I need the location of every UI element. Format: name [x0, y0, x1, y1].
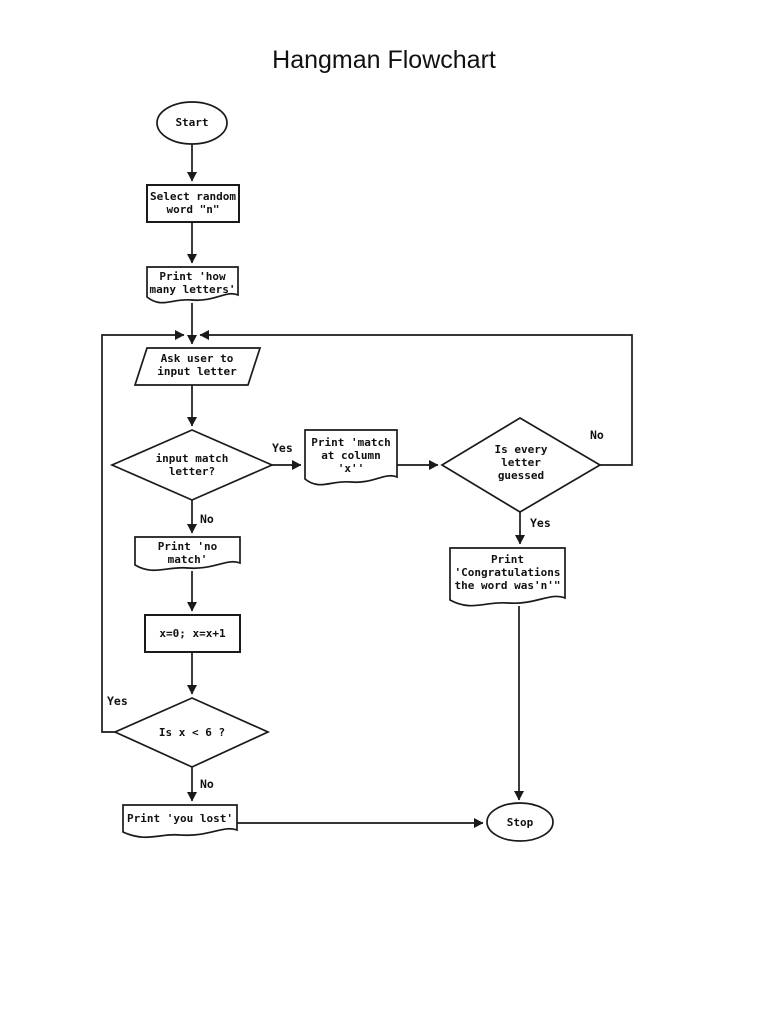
match-yes-label: Yes [272, 441, 293, 455]
ask-input-label: Ask user to input letter [157, 352, 237, 378]
increment-label: x=0; x=x+1 [159, 627, 226, 640]
guessed-yes-label: Yes [530, 516, 551, 530]
print-how-many-label: Print 'how many letters' [149, 270, 236, 296]
ask-input-parallelogram-shape [133, 347, 262, 386]
print-how-many-document-shape [146, 266, 239, 304]
x-decision-label: Is x < 6 ? [158, 726, 226, 739]
guessed-decision-diamond-shape [440, 417, 602, 513]
match-decision-diamond-shape [109, 429, 275, 501]
guessed-decision-label: Is every letter guessed [494, 443, 548, 482]
match-no-label: No [200, 512, 214, 526]
x-decision-diamond-shape [112, 697, 271, 768]
print-lost-document-shape [122, 804, 238, 839]
print-lost-label: Print 'you lost' [127, 812, 233, 825]
print-congrats-label: Print 'Congratulations the word was'n'" [454, 553, 561, 592]
increment-process-shape [144, 614, 241, 653]
start-terminator-shape [156, 101, 228, 145]
print-no-match-label: Print 'no match' [157, 540, 218, 566]
print-no-match-document-shape [134, 536, 241, 572]
stop-terminator-shape [486, 802, 554, 842]
match-decision-label: input match letter? [155, 452, 229, 478]
x-no-label: No [200, 777, 214, 791]
print-congrats-document-shape [449, 547, 566, 607]
edge-guessed-no-loop [199, 330, 633, 466]
guessed-no-label: No [590, 428, 604, 442]
page-title: Hangman Flowchart [272, 46, 496, 74]
print-match-label: Print 'match at column 'x'' [311, 436, 391, 475]
edge-xdecision-yes-loop [101, 330, 185, 733]
x-yes-label: Yes [107, 694, 128, 708]
stop-label: Stop [506, 816, 534, 829]
print-match-document-shape [304, 429, 398, 486]
select-word-process-shape [146, 184, 240, 223]
start-label: Start [175, 116, 209, 129]
select-word-label: Select random word "n" [149, 190, 237, 216]
